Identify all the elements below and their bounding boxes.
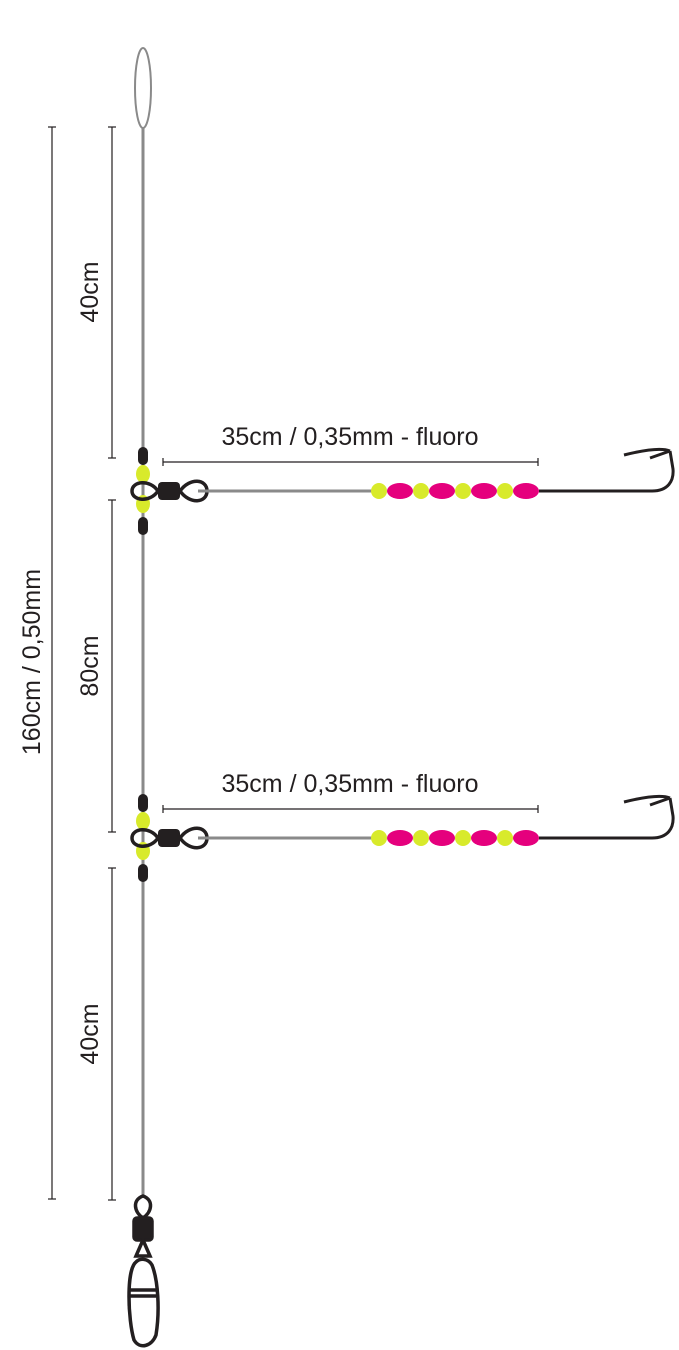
label-branch-upper: 35cm / 0,35mm - fluoro (221, 423, 478, 451)
bead-yellow (136, 465, 150, 483)
top-loop (134, 47, 152, 129)
bead-pink (513, 483, 539, 499)
bead-pink (429, 830, 455, 846)
stopper-bottom (138, 864, 148, 882)
label-bottom-segment: 40cm (76, 1003, 104, 1064)
branch-lower: 35cm / 0,35mm - fluoro (130, 770, 675, 882)
bead-yellow (413, 483, 429, 499)
bead-pink (471, 830, 497, 846)
bead-pink (429, 483, 455, 499)
hook-icon (539, 794, 675, 840)
stopper-top (138, 447, 148, 465)
swivel-body (158, 482, 180, 500)
bead-yellow (455, 483, 471, 499)
dimension-branch (162, 805, 539, 813)
stopper-bottom (138, 517, 148, 535)
dimension-bottom (108, 867, 116, 1201)
dimension-middle (108, 499, 116, 833)
bead-yellow (136, 812, 150, 830)
label-branch-lower: 35cm / 0,35mm - fluoro (221, 770, 478, 798)
label-middle-segment: 80cm (76, 635, 104, 696)
bead-pink (513, 830, 539, 846)
hook-icon (539, 447, 675, 493)
dimension-top (108, 126, 116, 459)
snap-swivel (127, 1194, 160, 1348)
bead-yellow (371, 483, 387, 499)
stopper-top (138, 794, 148, 812)
bead-yellow (413, 830, 429, 846)
bead-yellow (497, 830, 513, 846)
dimension-total (48, 126, 56, 1200)
swivel-eye (130, 828, 160, 848)
swivel-body (158, 829, 180, 847)
label-total: 160cm / 0,50mm (18, 569, 46, 755)
dimension-branch (162, 458, 539, 466)
bead-pink (387, 830, 413, 846)
swivel-eye (130, 481, 160, 501)
branch-upper: 35cm / 0,35mm - fluoro (130, 423, 675, 535)
bead-pink (387, 483, 413, 499)
bead-pink (471, 483, 497, 499)
bead-yellow (497, 483, 513, 499)
branches: 35cm / 0,35mm - fluoro 35cm / 0,35mm - fl… (130, 423, 675, 882)
bead-yellow (371, 830, 387, 846)
bead-yellow (455, 830, 471, 846)
label-top-segment: 40cm (76, 261, 104, 322)
